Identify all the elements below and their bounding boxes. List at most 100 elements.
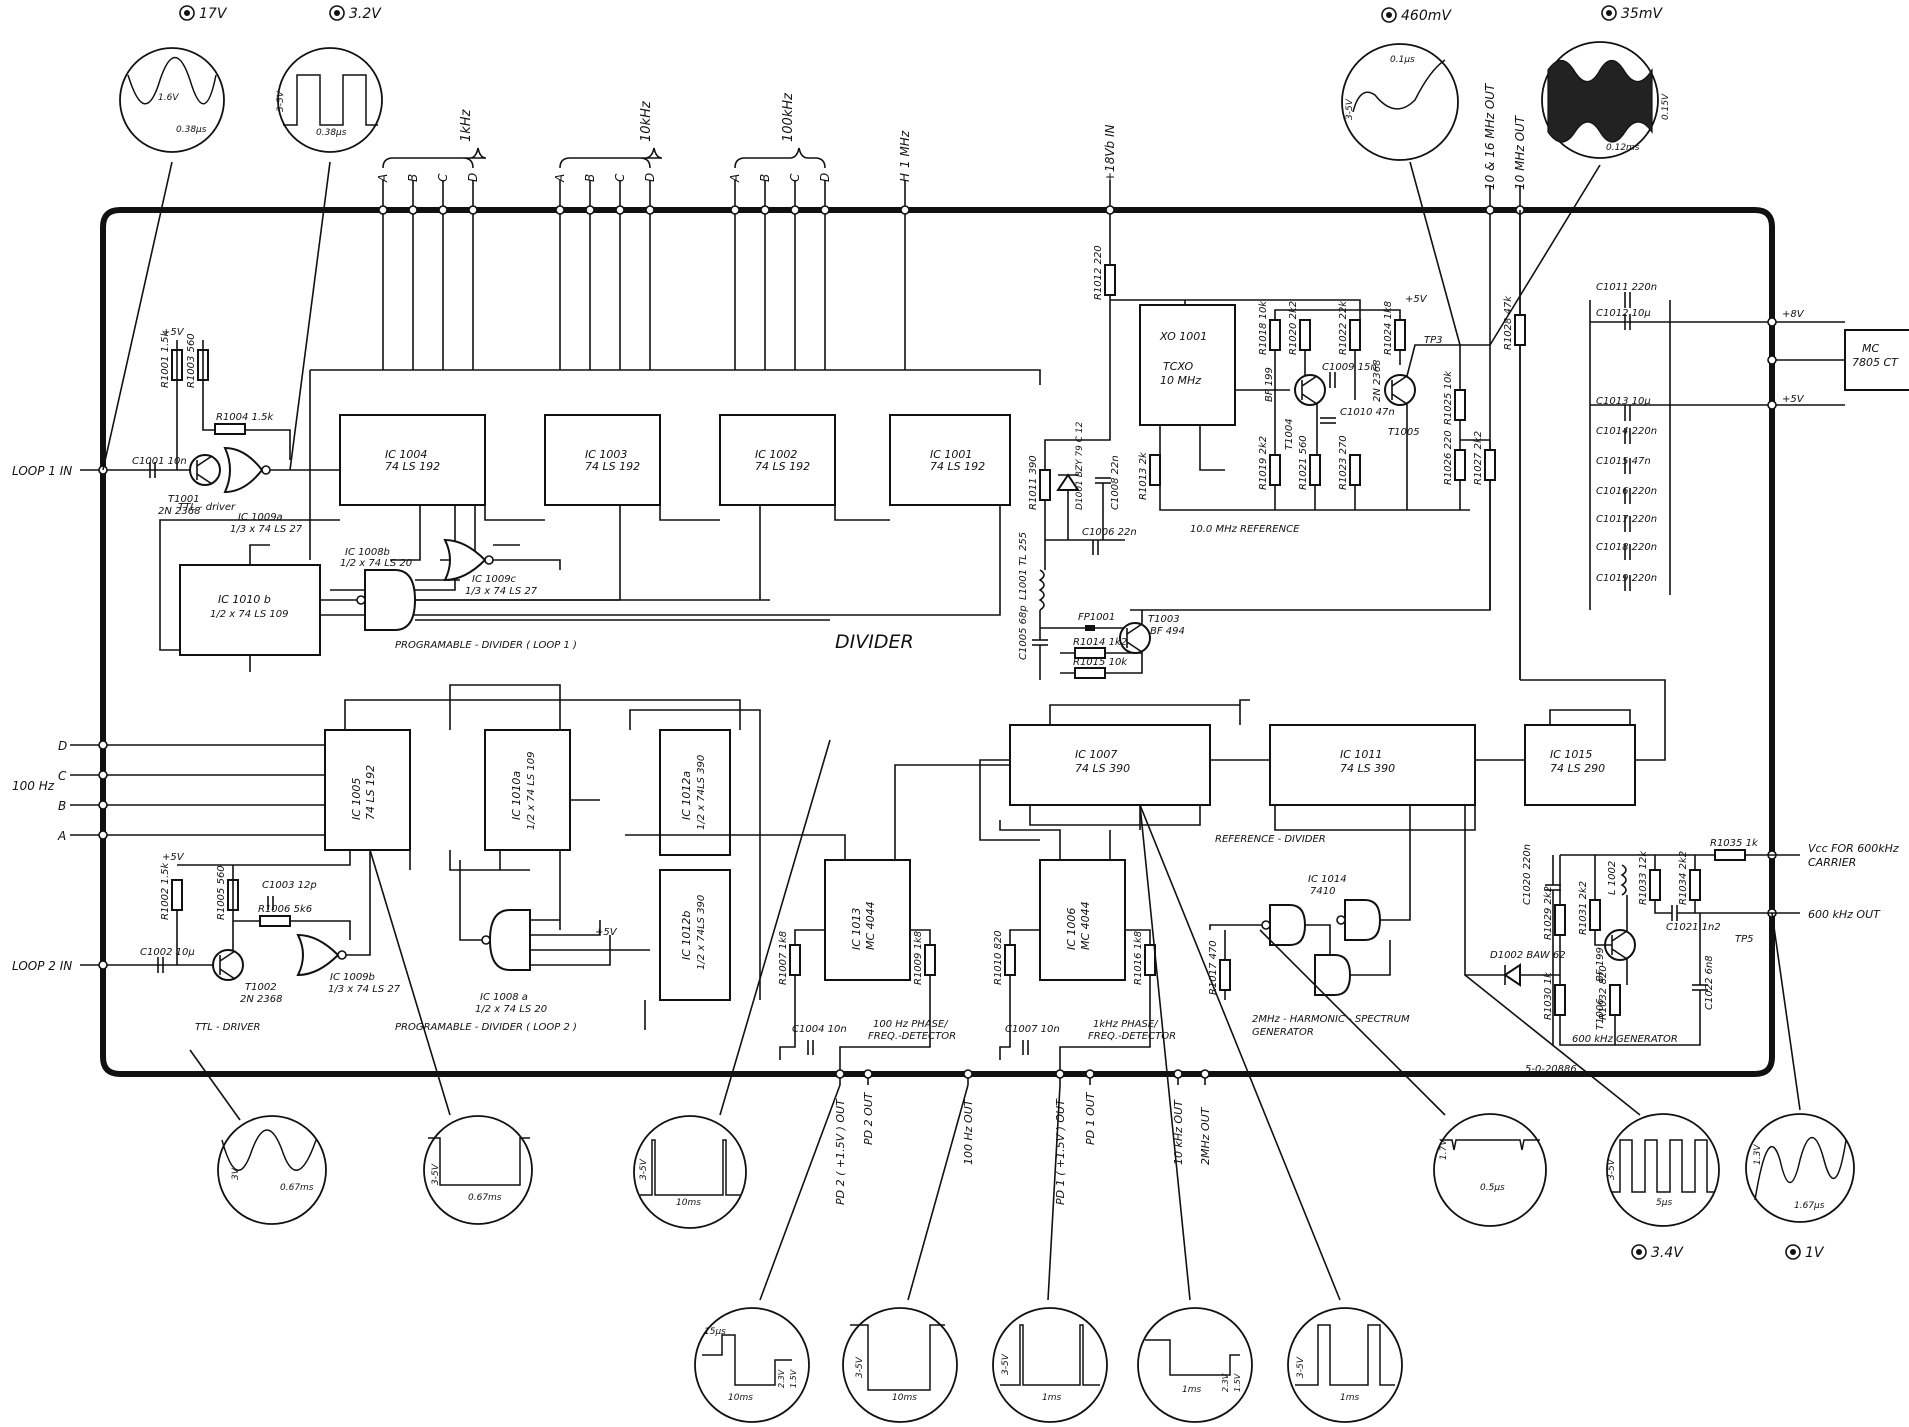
bcd-line-c[interactable]: C bbox=[58, 769, 325, 783]
svg-text:IC 1009a: IC 1009a bbox=[238, 512, 283, 523]
svg-text:L1001 TL 255: L1001 TL 255 bbox=[1018, 532, 1029, 600]
svg-text:IC 1010a: IC 1010a bbox=[510, 771, 523, 820]
resistor-r1030: R1030 1k bbox=[1543, 971, 1566, 1020]
svg-text:C1004 10n: C1004 10n bbox=[792, 1024, 847, 1035]
svg-text:74 LS 192: 74 LS 192 bbox=[930, 460, 985, 473]
bottom-output-100hz[interactable]: 100 Hz OUT bbox=[962, 1069, 975, 1165]
svg-text:D: D bbox=[818, 173, 832, 182]
svg-text:D: D bbox=[466, 173, 480, 182]
svg-text:R1002 1.5k: R1002 1.5k bbox=[160, 862, 171, 920]
bottom-output-pd1[interactable]: PD 1 OUT bbox=[1084, 1069, 1097, 1145]
svg-text:MC: MC bbox=[1862, 342, 1879, 355]
level-marker-460mv: 460mV bbox=[1381, 7, 1452, 24]
out-600khz-port[interactable]: 600 kHz OUT bbox=[1700, 908, 1881, 921]
doc-number: 5-0-20886 bbox=[1525, 1064, 1577, 1075]
svg-text:C1011 220n: C1011 220n bbox=[1596, 282, 1657, 293]
bus-10khz: 10kHz A B C D bbox=[553, 100, 663, 370]
svg-text:IC 1007: IC 1007 bbox=[1075, 748, 1117, 761]
svg-text:C1017 220n: C1017 220n bbox=[1596, 514, 1657, 525]
capacitor-c1010: C1010 47n bbox=[1320, 407, 1395, 424]
svg-text:R1009 1k8: R1009 1k8 bbox=[913, 931, 924, 985]
level-marker-1v: 1V bbox=[1785, 1244, 1825, 1261]
ic1002: IC 1002 74 LS 192 bbox=[719, 414, 836, 506]
svg-text:R1035 1k: R1035 1k bbox=[1710, 838, 1759, 849]
svg-text:R1023 270: R1023 270 bbox=[1338, 435, 1349, 490]
capacitor-c1008: C1008 22n bbox=[1095, 455, 1121, 510]
bcd-line-a[interactable]: A bbox=[57, 829, 325, 843]
rail-5v-reg: +5V bbox=[1782, 394, 1805, 405]
svg-text:XO 1001: XO 1001 bbox=[1159, 330, 1207, 343]
svg-text:C1005 68p: C1005 68p bbox=[1018, 605, 1029, 660]
svg-text:100 Hz OUT: 100 Hz OUT bbox=[962, 1098, 975, 1165]
svg-text:C1007 10n: C1007 10n bbox=[1005, 1024, 1060, 1035]
ic1011: IC 1011 74 LS 390 bbox=[1269, 724, 1476, 806]
svg-text:LOOP 1 IN: LOOP 1 IN bbox=[12, 464, 72, 478]
capacitor-c1020: C1020 220n bbox=[1522, 844, 1561, 905]
svg-text:IC 1001: IC 1001 bbox=[930, 448, 972, 461]
resistor-r1010: R1010 820 bbox=[993, 930, 1016, 985]
ic1012b: IC 1012b 1/2 x 74LS 390 bbox=[659, 869, 731, 1001]
svg-text:R1015 10k: R1015 10k bbox=[1073, 657, 1128, 668]
svg-text:D: D bbox=[643, 173, 657, 182]
svg-text:R1032 820: R1032 820 bbox=[1598, 965, 1609, 1020]
mc7805: MC 7805 CT bbox=[1844, 329, 1909, 391]
svg-text:0.5µs: 0.5µs bbox=[1480, 1183, 1505, 1193]
bottom-output-pd2[interactable]: PD 2 OUT bbox=[862, 1069, 875, 1145]
svg-text:R1027 2k2: R1027 2k2 bbox=[1473, 431, 1484, 485]
svg-text:C1022 6n8: C1022 6n8 bbox=[1704, 955, 1715, 1010]
svg-text:R1025 10k: R1025 10k bbox=[1443, 370, 1454, 425]
gen-600-label: 600 kHz GENERATOR bbox=[1572, 1034, 1678, 1045]
svg-text:74 LS 192: 74 LS 192 bbox=[385, 460, 440, 473]
svg-text:C1003 12p: C1003 12p bbox=[262, 880, 317, 891]
vcc-600-port[interactable]: Vcc FOR 600kHz CARRIER bbox=[1560, 842, 1899, 869]
ic1005: IC 1005 74 LS 192 bbox=[324, 729, 411, 851]
svg-text:17V: 17V bbox=[199, 6, 228, 22]
svg-text:10kHz: 10kHz bbox=[639, 100, 654, 142]
svg-text:C1015 47n: C1015 47n bbox=[1596, 456, 1651, 467]
svg-text:2.3V: 2.3V bbox=[1221, 1373, 1230, 1392]
svg-text:T1003: T1003 bbox=[1148, 614, 1180, 625]
loop2-input[interactable]: LOOP 2 IN bbox=[12, 959, 215, 973]
bottom-output-pd2-15v[interactable]: PD 2 ( +1.5V ) OUT bbox=[834, 1069, 847, 1205]
bus-1khz: 1kHz A B C D bbox=[376, 108, 487, 370]
svg-text:C1010 47n: C1010 47n bbox=[1340, 407, 1395, 418]
svg-text:C: C bbox=[436, 173, 450, 182]
resistor-r1014: R1014 1k2 bbox=[1073, 637, 1127, 659]
svg-text:IC 1003: IC 1003 bbox=[585, 448, 627, 461]
capacitor-c1005: C1005 68p bbox=[1018, 605, 1048, 660]
bottom-output-10khz[interactable]: 10 kHz OUT bbox=[1172, 1069, 1185, 1165]
svg-text:1ms: 1ms bbox=[1182, 1385, 1201, 1395]
resistor-r1011: R1011 390 bbox=[1028, 455, 1051, 510]
svg-text:3-5V: 3-5V bbox=[1345, 98, 1355, 120]
svg-text:2N 2368: 2N 2368 bbox=[158, 506, 200, 517]
ic1015: IC 1015 74 LS 290 bbox=[1524, 724, 1636, 806]
bottom-output-2mhz[interactable]: 2MHz OUT bbox=[1199, 1069, 1212, 1165]
svg-text:15µs: 15µs bbox=[704, 1327, 726, 1337]
capacitor-c1009: C1009 15n bbox=[1322, 362, 1377, 388]
resistor-r1019: R1019 2k2 bbox=[1258, 436, 1281, 490]
resistor-r1001: R1001 1.5k bbox=[160, 330, 183, 388]
harmonic-label-1: 2MHz - HARMONIC - SPECTRUM bbox=[1252, 1014, 1410, 1025]
svg-text:R1001 1.5k: R1001 1.5k bbox=[160, 330, 171, 388]
diode-d1002: D1002 BAW 62 bbox=[1490, 950, 1566, 987]
bcd-line-d[interactable]: D bbox=[58, 739, 325, 753]
rail-5v-ic1008a: +5V bbox=[595, 927, 618, 938]
capacitor-c1019: C1019 220n bbox=[1596, 573, 1657, 591]
gate-ic1008a: IC 1008 a 1/2 x 74 LS 20 bbox=[475, 909, 547, 1015]
scope-top-1: 1.6V 0.38µs bbox=[119, 47, 225, 153]
det-1khz-label-1: 1kHz PHASE/ bbox=[1093, 1019, 1159, 1030]
loop1-input[interactable]: LOOP 1 IN bbox=[12, 464, 200, 478]
gate-ic1009c: IC 1009c 1/3 x 74 LS 27 bbox=[443, 538, 538, 597]
ic1014: IC 1014 7410 bbox=[1261, 874, 1382, 996]
svg-text:A: A bbox=[728, 174, 742, 183]
resistor-r1005: R1005 560 bbox=[216, 865, 239, 920]
svg-text:74 LS 192: 74 LS 192 bbox=[585, 460, 640, 473]
inductor-l1002: L 1002 bbox=[1607, 861, 1627, 896]
ttl-driver-1-label: TTL - driver bbox=[178, 502, 236, 513]
resistor-r1033: R1033 12k bbox=[1638, 850, 1661, 905]
resistor-r1007: R1007 1k8 bbox=[778, 931, 801, 985]
svg-text:R1004 1.5k: R1004 1.5k bbox=[216, 412, 274, 423]
bcd-line-b[interactable]: B bbox=[58, 799, 325, 813]
ic1010a: IC 1010a 1/2 x 74 LS 109 bbox=[484, 729, 571, 851]
